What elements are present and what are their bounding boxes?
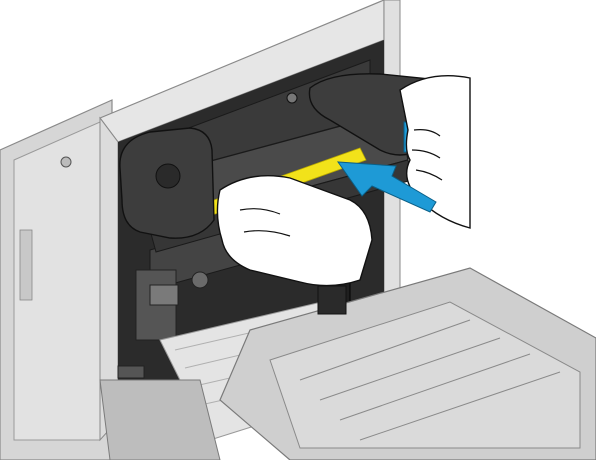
- open-right-door: [219, 267, 596, 460]
- printer-base: [99, 365, 221, 460]
- right-hand: [399, 75, 471, 229]
- left-hand: [216, 175, 373, 287]
- printer-side-panel: [0, 99, 113, 460]
- screw-icon: [60, 156, 72, 168]
- door-latch: [317, 285, 347, 315]
- insertion-arrow-icon: [336, 161, 437, 213]
